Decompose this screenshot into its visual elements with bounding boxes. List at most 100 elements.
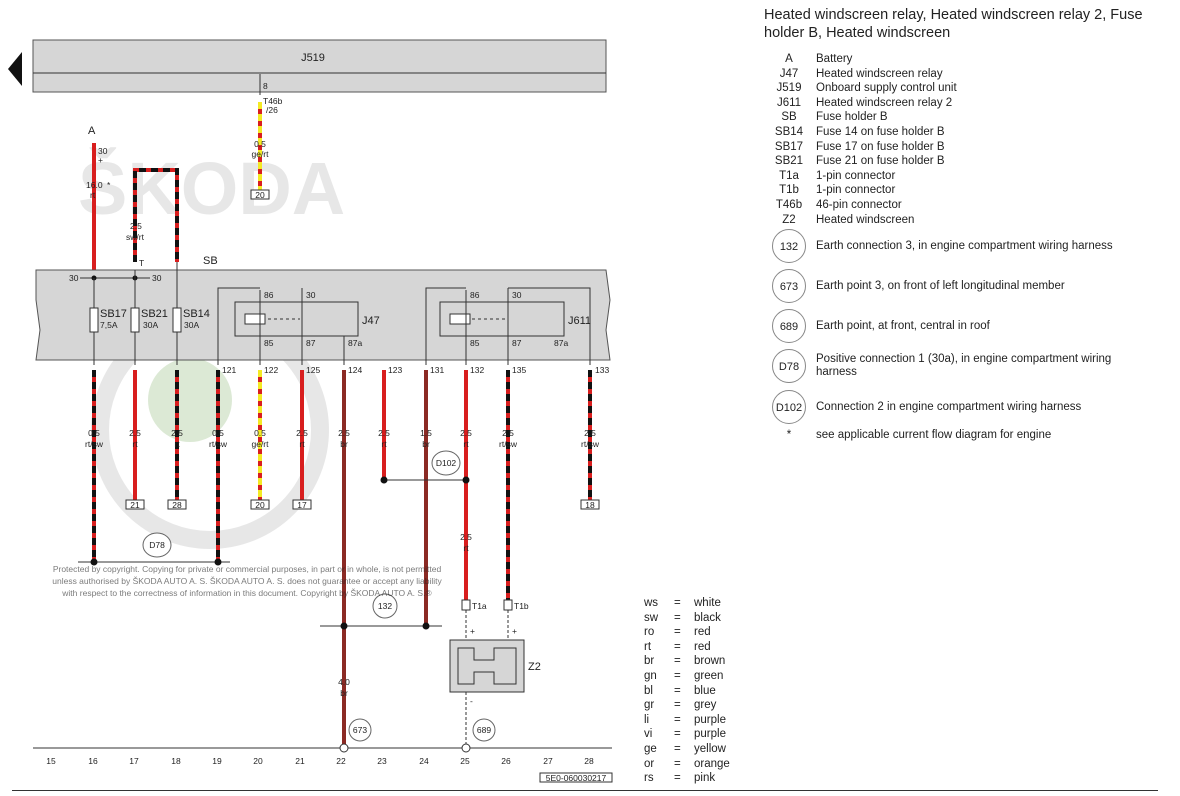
svg-text:18: 18 (585, 500, 595, 510)
abbr-row: bl=blue (644, 684, 716, 697)
svg-text:135: 135 (512, 365, 526, 375)
abbr-row: sw=black (644, 611, 721, 624)
svg-text:121: 121 (222, 365, 236, 375)
svg-text:86: 86 (264, 290, 274, 300)
svg-text:T1a: T1a (472, 601, 487, 611)
svg-text:rt: rt (381, 439, 387, 449)
svg-text:Z2: Z2 (528, 661, 541, 673)
svg-text:689: 689 (477, 725, 491, 735)
doc-code: 5E0-060030217 (546, 773, 607, 783)
svg-text:2.5: 2.5 (502, 428, 514, 438)
abbr-row: br=brown (644, 655, 726, 668)
svg-text:30: 30 (512, 290, 522, 300)
battery-term-30: 30 (98, 146, 108, 156)
svg-text:br: br (340, 688, 348, 698)
svg-text:J611: J611 (568, 315, 591, 327)
watermark-text: ŠKODA (78, 147, 345, 230)
fuse-holder-label: SB (203, 255, 218, 267)
svg-text:J47: J47 (362, 315, 380, 327)
svg-text:-: - (470, 696, 473, 706)
fuse-sb21: SB21 30A (130, 270, 168, 365)
svg-text:ge/rt: ge/rt (251, 439, 269, 449)
svg-text:rt: rt (463, 439, 469, 449)
output-pin-labels: 121 122 125 124 123 131 132 135 133 (222, 365, 609, 375)
svg-text:123: 123 (388, 365, 402, 375)
abbr-row: rs=pink (644, 772, 716, 785)
svg-text:87a: 87a (554, 338, 568, 348)
fuse-sb17: SB17 7,5A (89, 278, 127, 365)
svg-text:23: 23 (377, 756, 387, 766)
connection-markers: D102 D78 132 673 689 (142, 450, 496, 742)
battery-wire-star: * (107, 180, 111, 190)
svg-text:132: 132 (470, 365, 484, 375)
svg-text:unless authorised by ŠKODA AUT: unless authorised by ŠKODA AUTO A. S. ŠK… (52, 576, 442, 586)
battery-wire-size: 16.0 (86, 180, 103, 190)
fuse-sb14: SB14 30A (172, 262, 210, 365)
svg-text:1.5: 1.5 (420, 428, 432, 438)
svg-text:2.5: 2.5 (296, 428, 308, 438)
column-numbers: 15 16 17 18 19 20 21 22 23 24 25 26 27 2… (46, 756, 594, 766)
svg-text:30: 30 (306, 290, 316, 300)
svg-text:17: 17 (129, 756, 139, 766)
svg-text:85: 85 (470, 338, 480, 348)
svg-text:rt: rt (299, 439, 305, 449)
j519-label: J519 (301, 52, 325, 64)
svg-text:2.5: 2.5 (460, 532, 472, 542)
abbr-row: ro=red (644, 626, 711, 639)
svg-text:7,5A: 7,5A (100, 320, 118, 330)
svg-text:4.0: 4.0 (338, 677, 350, 687)
abbr-row: ws=white (644, 597, 721, 609)
svg-text:rt: rt (174, 439, 180, 449)
svg-text:27: 27 (543, 756, 553, 766)
svg-text:21: 21 (130, 500, 140, 510)
svg-text:0.5: 0.5 (254, 428, 266, 438)
svg-text:133: 133 (595, 365, 609, 375)
svg-text:rt: rt (463, 543, 469, 553)
svg-text:87: 87 (512, 338, 522, 348)
svg-text:86: 86 (470, 290, 480, 300)
svg-text:2.5: 2.5 (460, 428, 472, 438)
svg-text:rt: rt (132, 439, 138, 449)
battery-label: A (88, 125, 96, 137)
svg-text:D102: D102 (436, 458, 457, 468)
svg-text:85: 85 (264, 338, 274, 348)
abbr-row: gn=green (644, 670, 724, 682)
svg-text:20: 20 (253, 756, 263, 766)
copyright-notice: Protected by copyright. Copying for priv… (52, 564, 442, 598)
svg-text:0.5: 0.5 (88, 428, 100, 438)
top-wire-color: ge/rt (251, 149, 269, 159)
svg-text:26: 26 (501, 756, 511, 766)
svg-text:15: 15 (46, 756, 56, 766)
skoda-watermark: ŠKODA (78, 147, 345, 549)
svg-text:2.5: 2.5 (171, 428, 183, 438)
ref-top: 20 (255, 190, 265, 200)
j519-unit (32, 39, 607, 93)
abbr-row: or=orange (644, 757, 730, 770)
svg-text:30A: 30A (184, 320, 199, 330)
bottom-rule (12, 790, 1158, 791)
svg-text:131: 131 (430, 365, 444, 375)
t46b-pin-label: 8 (263, 81, 268, 91)
svg-text:87a: 87a (348, 338, 362, 348)
back-arrow-icon[interactable] (8, 52, 22, 86)
svg-text:673: 673 (353, 725, 367, 735)
svg-text:2.5: 2.5 (129, 428, 141, 438)
svg-text:2.5: 2.5 (584, 428, 596, 438)
svg-text:rt/sw: rt/sw (85, 439, 104, 449)
svg-text:rt/sw: rt/sw (499, 439, 518, 449)
legend-note: *see applicable current flow diagram for… (786, 429, 1052, 441)
bus-30-right: 30 (152, 273, 162, 283)
svg-text:Protected by copyright. Copyin: Protected by copyright. Copying for priv… (53, 564, 442, 574)
svg-text:+: + (470, 626, 475, 636)
